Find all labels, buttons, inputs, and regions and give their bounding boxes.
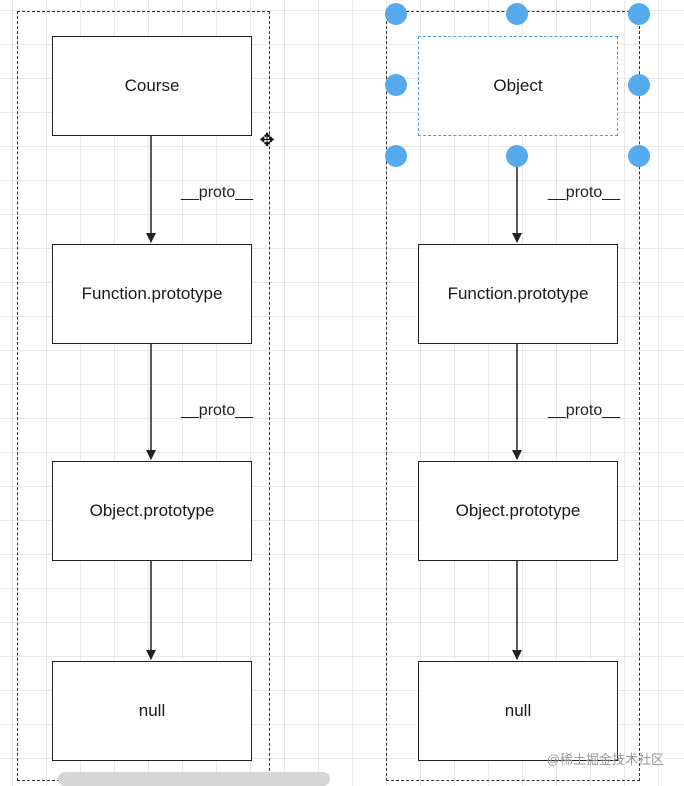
edge-label-proto-right-2[interactable]: __proto__ [548,402,621,419]
selection-handle-bottom-right[interactable] [628,145,650,167]
node-course[interactable]: Course [52,36,252,136]
selection-handle-bottom-left[interactable] [385,145,407,167]
edge-label-proto-left-1[interactable]: __proto__ [181,184,254,201]
selection-handle-middle-left[interactable] [385,74,407,96]
node-null-left[interactable]: null [52,661,252,761]
selection-handle-bottom-center[interactable] [506,145,528,167]
move-cursor-icon: ✥ [259,130,275,150]
watermark: @稀土掘金技术社区 [546,752,664,767]
horizontal-scrollbar[interactable] [58,772,330,786]
node-object-prototype-left[interactable]: Object.prototype [52,461,252,561]
node-function-prototype-left[interactable]: Function.prototype [52,244,252,344]
node-function-prototype-right[interactable]: Function.prototype [418,244,618,344]
selection-handle-top-left[interactable] [385,3,407,25]
node-object-selected[interactable]: Object [418,36,618,136]
edge-label-proto-right-1[interactable]: __proto__ [548,184,621,201]
selection-handle-top-right[interactable] [628,3,650,25]
selection-handle-middle-right[interactable] [628,74,650,96]
edge-label-proto-left-2[interactable]: __proto__ [181,402,254,419]
node-null-right[interactable]: null [418,661,618,761]
node-object-prototype-right[interactable]: Object.prototype [418,461,618,561]
selection-handle-top-center[interactable] [506,3,528,25]
